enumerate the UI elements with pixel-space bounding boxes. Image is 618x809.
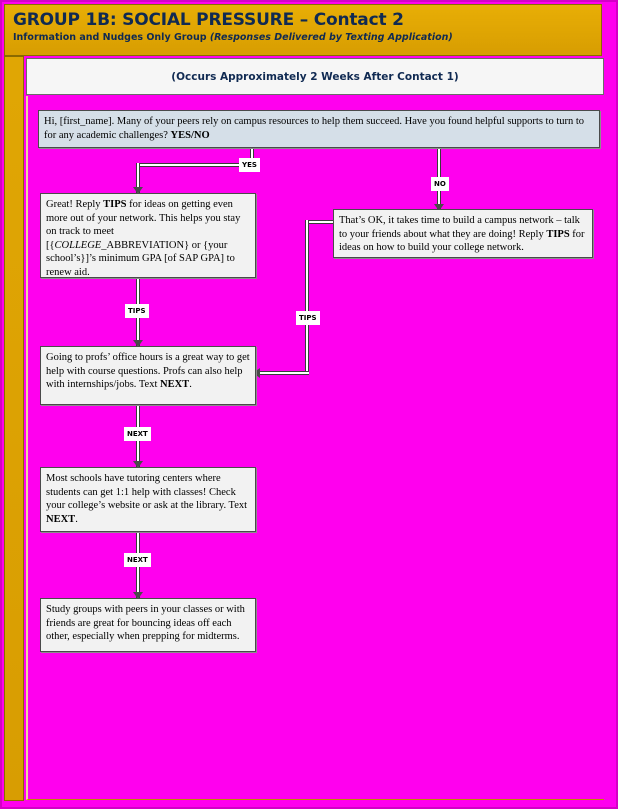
occurs-bar: (Occurs Approximately 2 Weeks After Cont… xyxy=(26,58,604,95)
node-prompt-yes-no: Hi, [first_name]. Many of your peers rel… xyxy=(38,110,600,148)
node-office-hours-text-a: Going to profs’ office hours is a great … xyxy=(46,352,250,391)
arrowhead-into-study-groups-top xyxy=(133,592,143,599)
edge-label-yes: YES xyxy=(239,158,260,172)
edge-label-next-1: NEXT xyxy=(124,427,151,441)
edge-label-tips-right: TIPS xyxy=(296,311,320,325)
arrowhead-into-no-box xyxy=(434,204,444,211)
edge-label-no: NO xyxy=(431,177,449,191)
diagram-canvas: YES NO TIPS TIPS NEXT NEXT Hi, [first_na… xyxy=(26,96,604,800)
node-no-tips-keyword: TIPS xyxy=(546,228,570,240)
node-study-groups: Study groups with peers in your classes … xyxy=(40,598,256,652)
arrowhead-into-yes-box xyxy=(133,187,143,194)
header-subtitle-italic: (Responses Delivered by Texting Applicat… xyxy=(209,32,453,43)
node-prompt-text: Hi, [first_name]. Many of your peers rel… xyxy=(44,116,585,141)
node-tutoring-keyword: NEXT xyxy=(46,513,76,525)
connector-prompt-to-yes-horizontal xyxy=(136,163,254,167)
node-tutoring: Most schools have tutoring centers where… xyxy=(40,467,256,532)
node-tutoring-text-b: . xyxy=(75,513,78,525)
node-prompt-choices: YES/NO xyxy=(170,129,210,141)
node-office-hours-keyword: NEXT xyxy=(160,379,190,391)
arrowhead-into-office-hours-right xyxy=(253,368,260,378)
left-gold-spine xyxy=(4,56,24,801)
connector-yes-down xyxy=(136,163,140,193)
connector-no-into-office-hours-horizontal xyxy=(260,371,309,375)
header-band: GROUP 1B: SOCIAL PRESSURE – Contact 2 In… xyxy=(4,4,602,56)
node-no-tips-text-a: That’s OK, it takes time to build a camp… xyxy=(339,215,580,240)
edge-label-tips-left: TIPS xyxy=(125,304,149,318)
node-yes-tips-text-a: Great! Reply xyxy=(46,199,104,210)
edge-label-next-2: NEXT xyxy=(124,553,151,567)
header-subtitle-plain: Information and Nudges Only Group xyxy=(13,32,210,43)
arrowhead-into-office-hours-top xyxy=(133,340,143,347)
node-no-tips: That’s OK, it takes time to build a camp… xyxy=(333,209,593,258)
node-office-hours-text-b: . xyxy=(189,379,192,391)
arrowhead-into-tutoring-top xyxy=(133,461,143,468)
node-yes-tips: Great! Reply TIPS for ideas on getting e… xyxy=(40,193,256,278)
node-office-hours: Going to profs’ office hours is a great … xyxy=(40,346,256,405)
node-yes-tips-placeholder: COLLEGE xyxy=(54,239,102,251)
node-no-tips-text-b: for ideas on how to build your college n… xyxy=(339,228,585,254)
connector-prompt-to-yes-vertical xyxy=(250,147,254,165)
node-study-groups-text: Study groups with peers in your classes … xyxy=(46,604,245,643)
page-title: GROUP 1B: SOCIAL PRESSURE – Contact 2 xyxy=(13,10,404,30)
node-yes-tips-text-c: _ABBREVIATION} or {your school’s}]’s min… xyxy=(46,239,235,278)
node-yes-tips-text-b: for ideas on getting even more out of yo… xyxy=(46,199,241,251)
header-subtitle: Information and Nudges Only Group (Respo… xyxy=(13,31,601,44)
occurs-bar-label: (Occurs Approximately 2 Weeks After Cont… xyxy=(171,70,459,83)
node-yes-tips-keyword: TIPS xyxy=(103,199,127,210)
node-tutoring-text-a: Most schools have tutoring centers where… xyxy=(46,473,248,512)
connector-no-exit-horizontal xyxy=(305,220,333,224)
connector-no-down-vertical xyxy=(305,220,309,375)
